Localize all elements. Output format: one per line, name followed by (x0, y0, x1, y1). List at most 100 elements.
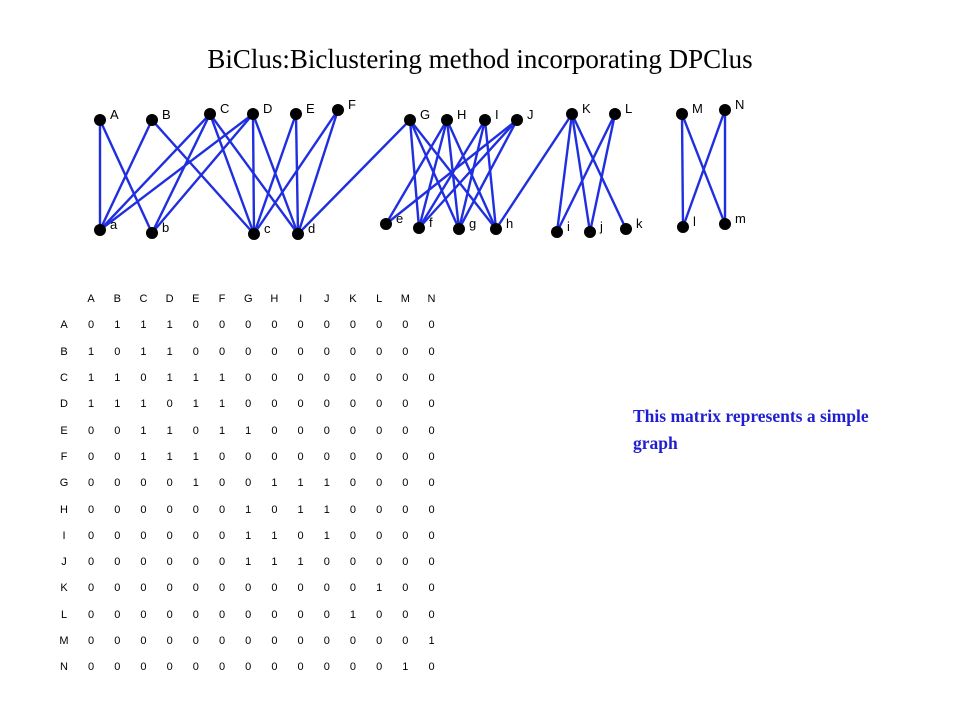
matrix-cell: 0 (402, 424, 409, 437)
matrix-cell: 1 (140, 450, 147, 463)
matrix-cell: 0 (271, 345, 278, 358)
matrix-cell: 1 (218, 398, 226, 411)
matrix-cell: 0 (192, 556, 199, 569)
matrix-cell: 0 (192, 661, 199, 674)
matrix-cell: 1 (166, 450, 173, 463)
row-header: J (61, 556, 67, 569)
matrix-cell: 0 (376, 372, 383, 385)
edge-D-a (99, 113, 254, 231)
node-dot (247, 108, 259, 120)
node-label: K (582, 101, 591, 116)
matrix-cell: 1 (166, 319, 173, 332)
matrix-cell: 0 (349, 529, 357, 542)
row-header: E (60, 424, 68, 437)
matrix-cell: 1 (192, 372, 199, 385)
row-header: F (60, 450, 68, 463)
node-label: a (110, 217, 118, 232)
edge-F-d (296, 109, 340, 235)
matrix-cell: 0 (192, 582, 199, 595)
node-label: F (348, 97, 356, 112)
edge-L-j (588, 113, 617, 233)
node-label: h (506, 216, 513, 231)
matrix-cell: 0 (166, 582, 173, 595)
matrix-cell: 0 (88, 529, 95, 542)
matrix-cell: 0 (402, 398, 409, 411)
node-c: c (248, 221, 271, 240)
node-H: H (441, 107, 466, 126)
matrix-cell: 0 (428, 556, 435, 569)
node-label: b (162, 220, 169, 235)
matrix-cell: 1 (245, 529, 252, 542)
matrix-cell: 1 (114, 398, 121, 411)
matrix-cell: 0 (218, 450, 226, 463)
matrix-cell: 0 (428, 608, 435, 621)
node-dot (551, 226, 563, 238)
matrix-cell: 0 (114, 345, 121, 358)
node-dot (584, 226, 596, 238)
matrix-cell: 0 (114, 477, 121, 490)
matrix-cell: 0 (376, 450, 383, 463)
edge-K-i (555, 113, 574, 233)
node-m: m (719, 211, 746, 230)
node-label: H (457, 107, 466, 122)
matrix-cell: 0 (349, 450, 357, 463)
edge-K-k (570, 113, 628, 230)
node-C: C (204, 101, 229, 120)
matrix-cell: 0 (192, 424, 199, 437)
edge-C-c (208, 113, 256, 235)
matrix-cell: 0 (166, 477, 173, 490)
matrix-cell: 0 (349, 582, 357, 595)
edge-E-c (252, 113, 298, 235)
matrix-cell: 0 (192, 608, 199, 621)
node-label: G (420, 107, 430, 122)
matrix-cell: 0 (402, 503, 409, 516)
matrix-cell: 0 (88, 582, 95, 595)
matrix-cell: 0 (218, 582, 226, 595)
row-header: M (59, 635, 69, 647)
matrix-cell: 1 (140, 319, 147, 332)
matrix-cell: 0 (166, 503, 173, 516)
matrix-cell: 0 (349, 477, 357, 490)
matrix-cell: 0 (166, 556, 173, 569)
matrix-cell: 0 (192, 529, 199, 542)
node-I: I (479, 107, 499, 126)
matrix-cell: 0 (245, 398, 252, 411)
column-header: H (270, 293, 279, 306)
column-header: L (376, 293, 383, 306)
matrix-cell: 0 (271, 319, 278, 332)
node-M: M (676, 101, 703, 120)
matrix-cell: 1 (218, 424, 226, 437)
column-header: K (349, 293, 357, 306)
matrix-cell: 0 (428, 503, 435, 516)
matrix-cell: 0 (428, 529, 435, 542)
matrix-cell: 1 (140, 398, 147, 411)
edge-K-j (570, 113, 592, 233)
node-l: l (677, 214, 696, 233)
matrix-cell: 0 (349, 556, 357, 569)
node-label: f (429, 215, 433, 230)
node-f: f (413, 215, 433, 234)
node-label: k (636, 216, 643, 231)
matrix-cell: 0 (114, 608, 121, 621)
matrix-cell: 0 (245, 345, 252, 358)
matrix-cell: 1 (323, 477, 330, 490)
node-label: E (306, 101, 315, 116)
matrix-cell: 0 (402, 319, 409, 332)
matrix-cell: 0 (88, 424, 95, 437)
matrix-cell: 1 (192, 477, 199, 490)
column-header: A (87, 293, 95, 306)
matrix-cell: 1 (376, 582, 383, 595)
matrix-cell: 0 (297, 398, 304, 411)
matrix-cell: 0 (376, 661, 383, 674)
row-header: C (60, 372, 68, 385)
node-dot (490, 223, 502, 235)
edge-H-f (417, 119, 449, 229)
matrix-cell: 0 (192, 635, 199, 647)
